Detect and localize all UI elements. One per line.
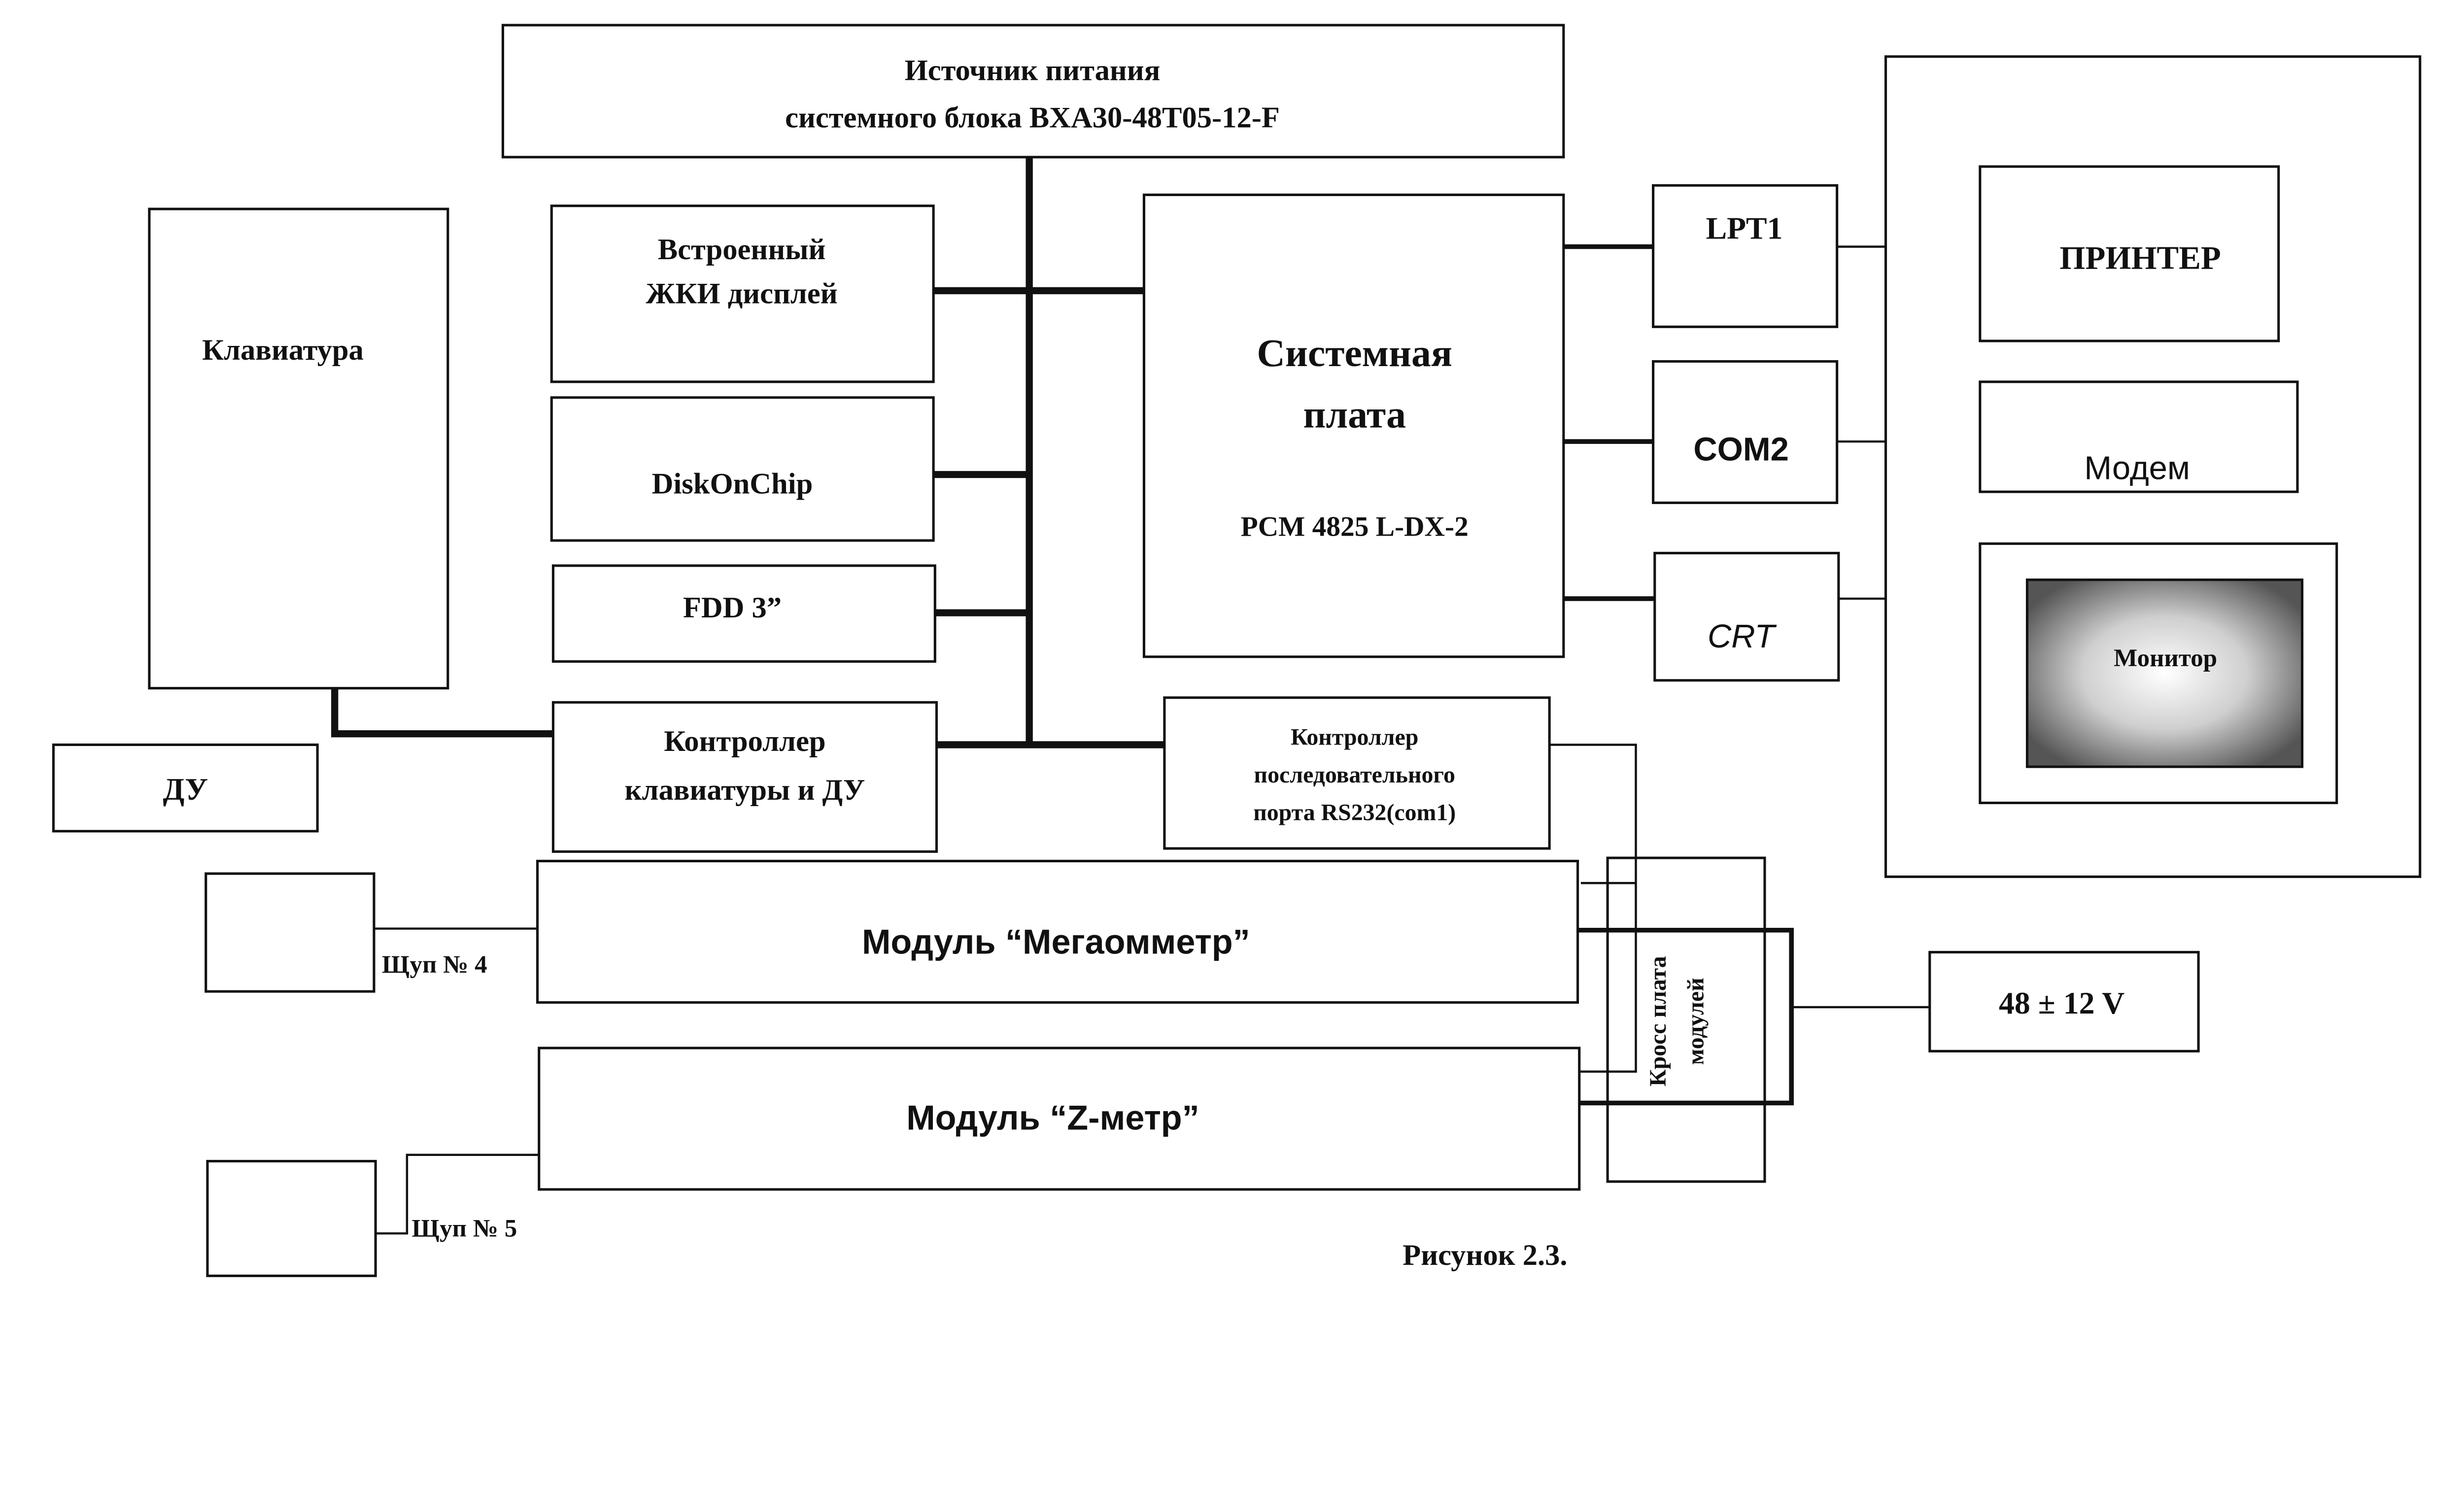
printer-block <box>1979 165 2280 342</box>
monitor-screen <box>2025 578 2304 768</box>
connections <box>331 157 1980 1235</box>
rs232-line3: порта RS232(com1) <box>1253 800 1456 826</box>
crossboard-line1: Кросс плата <box>1645 956 1671 1086</box>
keyboard-block <box>148 207 449 690</box>
crt-block <box>1653 551 1840 682</box>
power-supply-block <box>501 24 1565 159</box>
system-board-line1: Системная <box>1257 332 1452 375</box>
zmeter-label: Модуль “Z-метр” <box>906 1098 1199 1137</box>
com2-label: COM2 <box>1693 431 1788 468</box>
figure-caption: Рисунок 2.3. <box>1403 1239 1567 1272</box>
system-board-block <box>1142 193 1565 658</box>
monitor-label: Монитор <box>2114 645 2217 672</box>
power-input-block <box>1928 950 2200 1052</box>
lcd-block <box>550 204 935 383</box>
lpt1-label: LPT1 <box>1706 211 1783 246</box>
remote-block <box>52 743 319 833</box>
keyboard-link <box>331 688 553 738</box>
fdd-label: FDD 3” <box>683 591 782 624</box>
power-supply-line2: системного блока BXA30-48T05-12-F <box>785 101 1280 134</box>
power-supply-line1: Источник питания <box>905 54 1161 87</box>
kbd-controller-block <box>551 701 938 853</box>
diskonchip-block <box>550 396 935 542</box>
keyboard-label: Клавиатура <box>202 334 364 367</box>
rs232-controller-block <box>1163 696 1551 850</box>
crossboard-line2: модулей <box>1683 978 1709 1065</box>
system-board-model: PCM 4825 L-DX-2 <box>1241 511 1469 542</box>
lpt1-block <box>1652 184 1839 328</box>
modem-label: Модем <box>2084 450 2190 487</box>
probe5-block <box>206 1159 377 1277</box>
rs232-line1: Контроллер <box>1291 724 1418 750</box>
lcd-line1: Встроенный <box>658 233 826 266</box>
system-board-line2: плата <box>1303 393 1406 436</box>
probe4-block <box>205 872 376 993</box>
megaohmmeter-label: Модуль “Мегаомметр” <box>862 922 1250 961</box>
modem-block <box>1979 380 2299 493</box>
module-power-bus <box>1577 927 1794 1106</box>
fdd-block <box>551 564 936 663</box>
megaohmmeter-module <box>536 859 1579 1004</box>
com2-block <box>1652 360 1839 504</box>
diskonchip-label: DiskOnChip <box>652 467 813 500</box>
rs232-line2: последовательного <box>1254 762 1455 788</box>
kbd-controller-line2: клавиатуры и ДУ <box>625 774 865 807</box>
printer-label: ПРИНТЕР <box>2059 239 2221 276</box>
crt-label: CRT <box>1708 618 1777 655</box>
rs232-link <box>1549 744 1637 1073</box>
zmeter-module <box>538 1047 1581 1191</box>
lcd-line2: ЖКИ дисплей <box>646 277 838 310</box>
probe5-label: Щуп № 5 <box>411 1215 517 1243</box>
probe4-label: Щуп № 4 <box>382 951 487 979</box>
block-diagram: Источник питания системного блока BXA30-… <box>52 24 2422 1277</box>
remote-label: ДУ <box>163 772 208 807</box>
kbd-controller-line1: Контроллер <box>664 725 825 758</box>
crossboard-block <box>1606 856 1766 1183</box>
power-input-label: 48 ± 12 V <box>1999 985 2124 1020</box>
probe5-link <box>376 1154 539 1235</box>
